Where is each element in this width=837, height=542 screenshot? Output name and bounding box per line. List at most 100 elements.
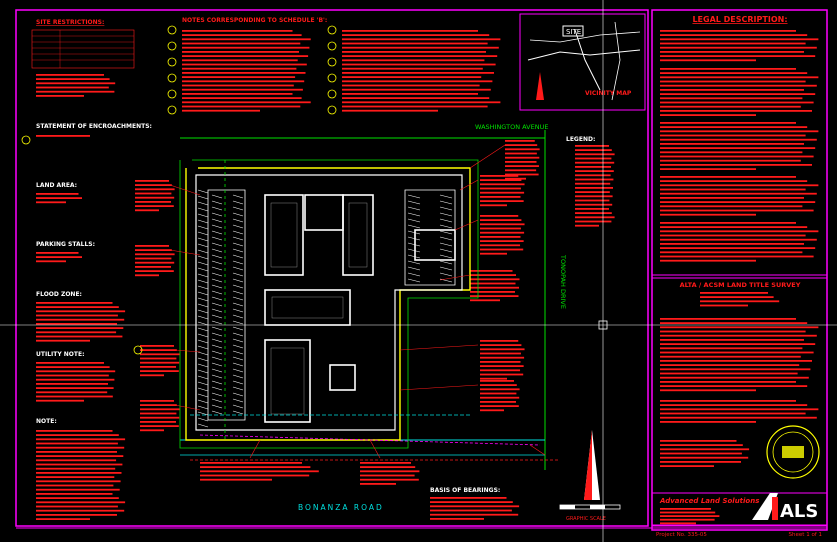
parcel-notes-w3-line <box>140 366 176 368</box>
legend-entries-line <box>575 191 610 193</box>
parking-stall <box>232 284 244 289</box>
schedule-b-marker <box>327 25 337 35</box>
general-notes-line <box>36 514 117 516</box>
parcel-notes-e2-line <box>480 223 525 226</box>
parking-stall <box>211 248 223 253</box>
schedule-b-notes-right-line <box>342 88 491 91</box>
legend-title: LEGEND: <box>566 136 595 143</box>
parking-stall <box>211 254 223 259</box>
parking-stall <box>232 374 244 379</box>
parcel-notes-w4-line <box>140 400 174 402</box>
parcel-notes-e4-line <box>480 356 525 359</box>
parcel-notes-w2-line <box>135 257 172 260</box>
legal-paragraph-3-line <box>660 134 806 137</box>
parking-stall <box>197 309 209 314</box>
parking-stall <box>232 302 244 307</box>
parking-stall <box>197 393 209 398</box>
schedule-b-marker <box>133 345 143 355</box>
legal-paragraph-1-line <box>660 59 756 62</box>
parcel-notes-e2-line <box>480 231 525 234</box>
parking-stall <box>197 213 209 218</box>
restriction-notes-line <box>36 86 109 89</box>
legal-paragraph-5-line <box>660 230 819 233</box>
schedule-b-notes-right-line <box>342 30 478 32</box>
legal-paragraph-5-line <box>660 222 796 224</box>
schedule-b-notes-right-line <box>342 51 486 53</box>
parcel-notes-w3-line <box>140 374 164 377</box>
parking-stall <box>407 206 421 211</box>
parcel-notes-e-line <box>480 204 507 207</box>
vicinity-map-box <box>519 13 646 111</box>
parking-stall <box>232 278 244 283</box>
restriction-notes-line <box>36 95 84 97</box>
survey-certification-line <box>660 372 798 375</box>
parking-stall <box>232 386 244 391</box>
parcel-notes-ne-line <box>505 173 539 176</box>
utility-note-text-line <box>36 362 104 364</box>
general-notes-line <box>36 467 116 470</box>
schedule-b-marker <box>167 89 177 99</box>
schedule-b-marker <box>327 57 337 67</box>
parcel-notes-w-line <box>135 180 169 182</box>
building-f <box>414 229 456 261</box>
basis-of-bearings-text-line <box>430 513 519 516</box>
road-notes-s2-line <box>360 462 411 464</box>
parcel-notes-w2-line <box>135 253 175 256</box>
general-notes-line <box>36 505 118 508</box>
parking-stall <box>211 404 223 409</box>
parcel-notes-e5-line <box>480 409 504 412</box>
parking-stall <box>197 387 209 392</box>
land-area-title: LAND AREA: <box>36 182 77 189</box>
schedule-b-notes-left-line <box>182 38 311 41</box>
general-notes-line <box>36 442 118 445</box>
parking-stall <box>197 201 209 206</box>
schedule-b-marker <box>167 41 177 51</box>
parcel-notes-w3-line <box>140 357 177 360</box>
encroachment-note-line <box>36 135 90 137</box>
survey-certification-line <box>660 334 817 337</box>
road-notes-s2-line <box>360 483 396 485</box>
parking-stall <box>211 242 223 247</box>
flood-zone-text-line <box>36 314 118 317</box>
survey-certification-line <box>660 351 814 354</box>
legend-entries-line <box>575 153 615 156</box>
parcel-notes-e-line <box>480 183 525 186</box>
parcel-notes-e4-line <box>480 377 507 380</box>
parcel-notes-e2-line <box>480 244 521 247</box>
parking-stall <box>232 272 244 277</box>
street-label-tonopah: TONOPAH DRIVE <box>559 254 567 309</box>
survey-address-line <box>700 304 748 307</box>
basis-of-bearings-text-line <box>430 509 512 512</box>
survey-certification-line <box>660 326 819 329</box>
parcel-notes-ne-line <box>505 161 537 163</box>
vicinity-map-label: VICINITY MAP <box>585 90 632 97</box>
site-label: SITE <box>566 28 581 36</box>
parking-stall <box>439 266 453 271</box>
parking-stall <box>211 236 223 241</box>
parking-stall <box>211 344 223 349</box>
company-name: Advanced Land Solutions <box>659 497 759 505</box>
parcel-notes-e-line <box>480 179 522 181</box>
parcel-notes-w2-line <box>135 245 169 247</box>
sheet-border <box>15 9 649 527</box>
schedule-b-notes-left-line <box>182 55 309 57</box>
sheet-number: Sheet 1 of 1 <box>789 532 822 538</box>
general-notes-line <box>36 438 126 441</box>
parking-stall <box>211 380 223 385</box>
land-area-values-line <box>36 197 82 199</box>
schedule-b-notes-right-line <box>342 97 490 99</box>
parcel-notes-w3-line <box>140 349 177 351</box>
parking-stall <box>197 351 209 356</box>
surveyor-info-line <box>660 465 714 467</box>
parking-stall <box>197 207 209 212</box>
parking-stall <box>407 212 421 217</box>
schedule-b-notes-left-line <box>182 84 294 87</box>
schedule-b-notes-left-line <box>182 88 303 91</box>
company-address-line <box>660 522 696 525</box>
survey-certification-line <box>660 355 801 358</box>
survey-certification-line <box>660 381 796 383</box>
legal-paragraph-3-line <box>660 147 816 149</box>
parcel-notes-ne-line <box>505 165 539 167</box>
